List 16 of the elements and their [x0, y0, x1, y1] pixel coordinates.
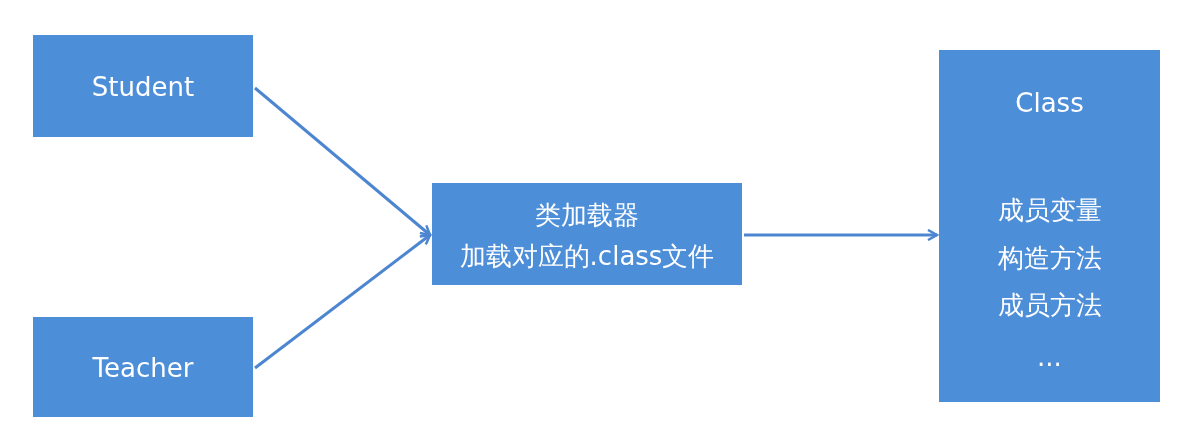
arrow — [744, 228, 939, 242]
class-box — [939, 50, 1160, 402]
arrow — [254, 86, 432, 237]
box-heading: 类加载器 — [535, 200, 639, 230]
box-label: 成员变量 — [997, 195, 1102, 225]
box-label: ... — [1037, 342, 1062, 372]
box-label: Teacher — [92, 353, 194, 383]
box-label: 构造方法 — [997, 243, 1102, 273]
box-heading: Class — [1015, 88, 1084, 118]
box-label: 加载对应的.class文件 — [459, 241, 715, 271]
teacher-box — [33, 317, 253, 417]
box-label: 成员方法 — [997, 290, 1102, 320]
box-label: Student — [91, 72, 195, 102]
arrow — [254, 233, 432, 370]
student-box — [33, 35, 253, 137]
loader-box — [432, 183, 742, 285]
